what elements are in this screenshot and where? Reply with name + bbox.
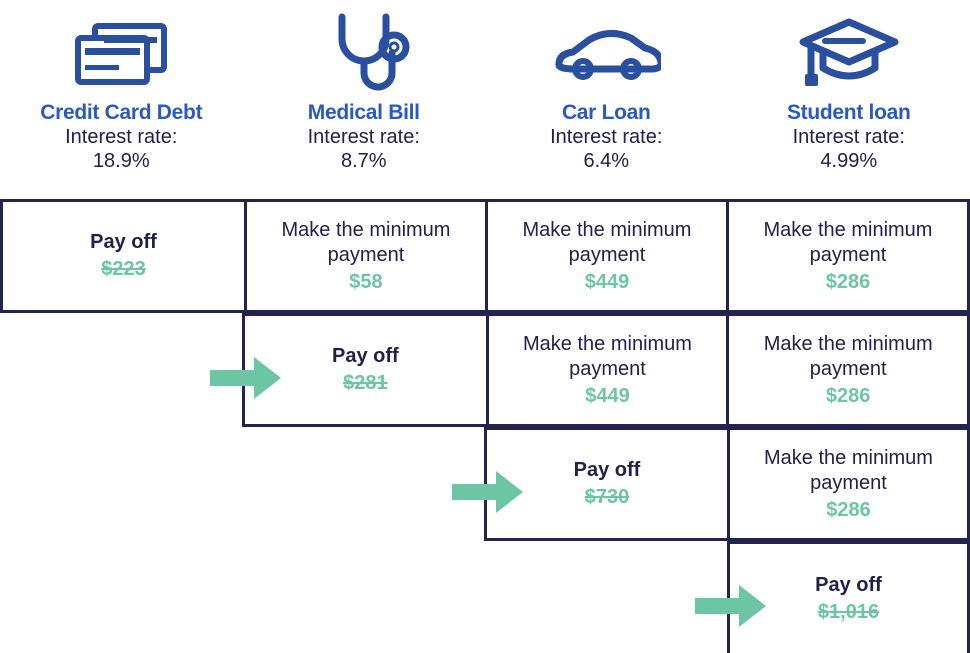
action-label: Pay off bbox=[331, 345, 399, 367]
interest-rate-label: Interest rate: bbox=[792, 126, 905, 148]
payment-amount: $1,016 bbox=[817, 600, 880, 623]
interest-rate-value: 8.7% bbox=[340, 150, 387, 172]
action-label: Make the minimum payment bbox=[764, 446, 933, 494]
interest-rate-label: Interest rate: bbox=[550, 126, 663, 148]
action-label: Make the minimum payment bbox=[763, 218, 933, 266]
column-header-student-loan: Student loan Interest rate: 4.99% bbox=[728, 0, 970, 199]
action-label: Make the minimum payment bbox=[522, 218, 692, 266]
plan-cell: Make the minimum payment $58 bbox=[243, 202, 485, 310]
payment-plan-row-4: Pay off $1,016 bbox=[727, 541, 970, 653]
debt-title: Credit Card Debt bbox=[40, 101, 203, 124]
credit-card-icon bbox=[73, 8, 169, 100]
action-label: Pay off bbox=[90, 231, 157, 253]
plan-cell: Pay off $223 bbox=[3, 202, 244, 310]
action-label: Pay off bbox=[573, 459, 641, 481]
payment-amount: $730 bbox=[584, 486, 630, 508]
payment-amount: $58 bbox=[349, 270, 383, 293]
debt-title: Medical Bill bbox=[307, 101, 420, 124]
debt-columns-header: Credit Card Debt Interest rate: 18.9% Me… bbox=[0, 0, 970, 199]
interest-rate-value: 6.4% bbox=[583, 150, 630, 172]
plan-cell: Make the minimum payment $449 bbox=[485, 316, 727, 424]
action-label: Pay off bbox=[815, 573, 882, 596]
action-label: Make the minimum payment bbox=[523, 332, 692, 380]
debt-title: Student loan bbox=[786, 101, 911, 124]
payment-plan-row-3: Pay off $730 Make the minimum payment $2… bbox=[484, 427, 970, 541]
plan-cell: Make the minimum payment $286 bbox=[726, 316, 967, 424]
plan-cell: Make the minimum payment $449 bbox=[484, 202, 726, 310]
payment-amount: $449 bbox=[584, 270, 630, 293]
column-header-car-loan: Car Loan Interest rate: 6.4% bbox=[485, 0, 728, 199]
plan-cell: Pay off $730 bbox=[487, 430, 727, 538]
payment-amount: $281 bbox=[343, 372, 388, 394]
interest-rate-value: 4.99% bbox=[820, 150, 878, 172]
payment-plan-row-1: Pay off $223 Make the minimum payment $5… bbox=[0, 199, 970, 313]
plan-cell: Make the minimum payment $286 bbox=[726, 430, 967, 538]
plan-cell: Pay off $1,016 bbox=[730, 544, 967, 653]
payment-amount: $286 bbox=[825, 384, 871, 407]
stethoscope-icon bbox=[316, 8, 412, 100]
interest-rate-label: Interest rate: bbox=[65, 126, 178, 148]
plan-cell: Make the minimum payment $286 bbox=[725, 202, 967, 310]
graduation-cap-icon bbox=[797, 8, 901, 100]
action-label: Make the minimum payment bbox=[281, 218, 451, 266]
interest-rate-value: 18.9% bbox=[92, 150, 150, 172]
car-icon bbox=[551, 8, 662, 100]
payment-amount: $286 bbox=[825, 270, 871, 293]
payment-amount: $223 bbox=[101, 258, 146, 280]
plan-cell: Pay off $281 bbox=[245, 316, 486, 424]
interest-rate-label: Interest rate: bbox=[307, 126, 420, 148]
column-header-credit-card-debt: Credit Card Debt Interest rate: 18.9% bbox=[0, 0, 243, 199]
column-header-medical-bill: Medical Bill Interest rate: 8.7% bbox=[243, 0, 486, 199]
payment-amount: $449 bbox=[585, 384, 630, 407]
action-label: Make the minimum payment bbox=[763, 332, 933, 380]
payment-amount: $286 bbox=[826, 498, 871, 521]
debt-title: Car Loan bbox=[561, 101, 651, 124]
payment-plan-row-2: Pay off $281 Make the minimum payment $4… bbox=[242, 313, 970, 427]
